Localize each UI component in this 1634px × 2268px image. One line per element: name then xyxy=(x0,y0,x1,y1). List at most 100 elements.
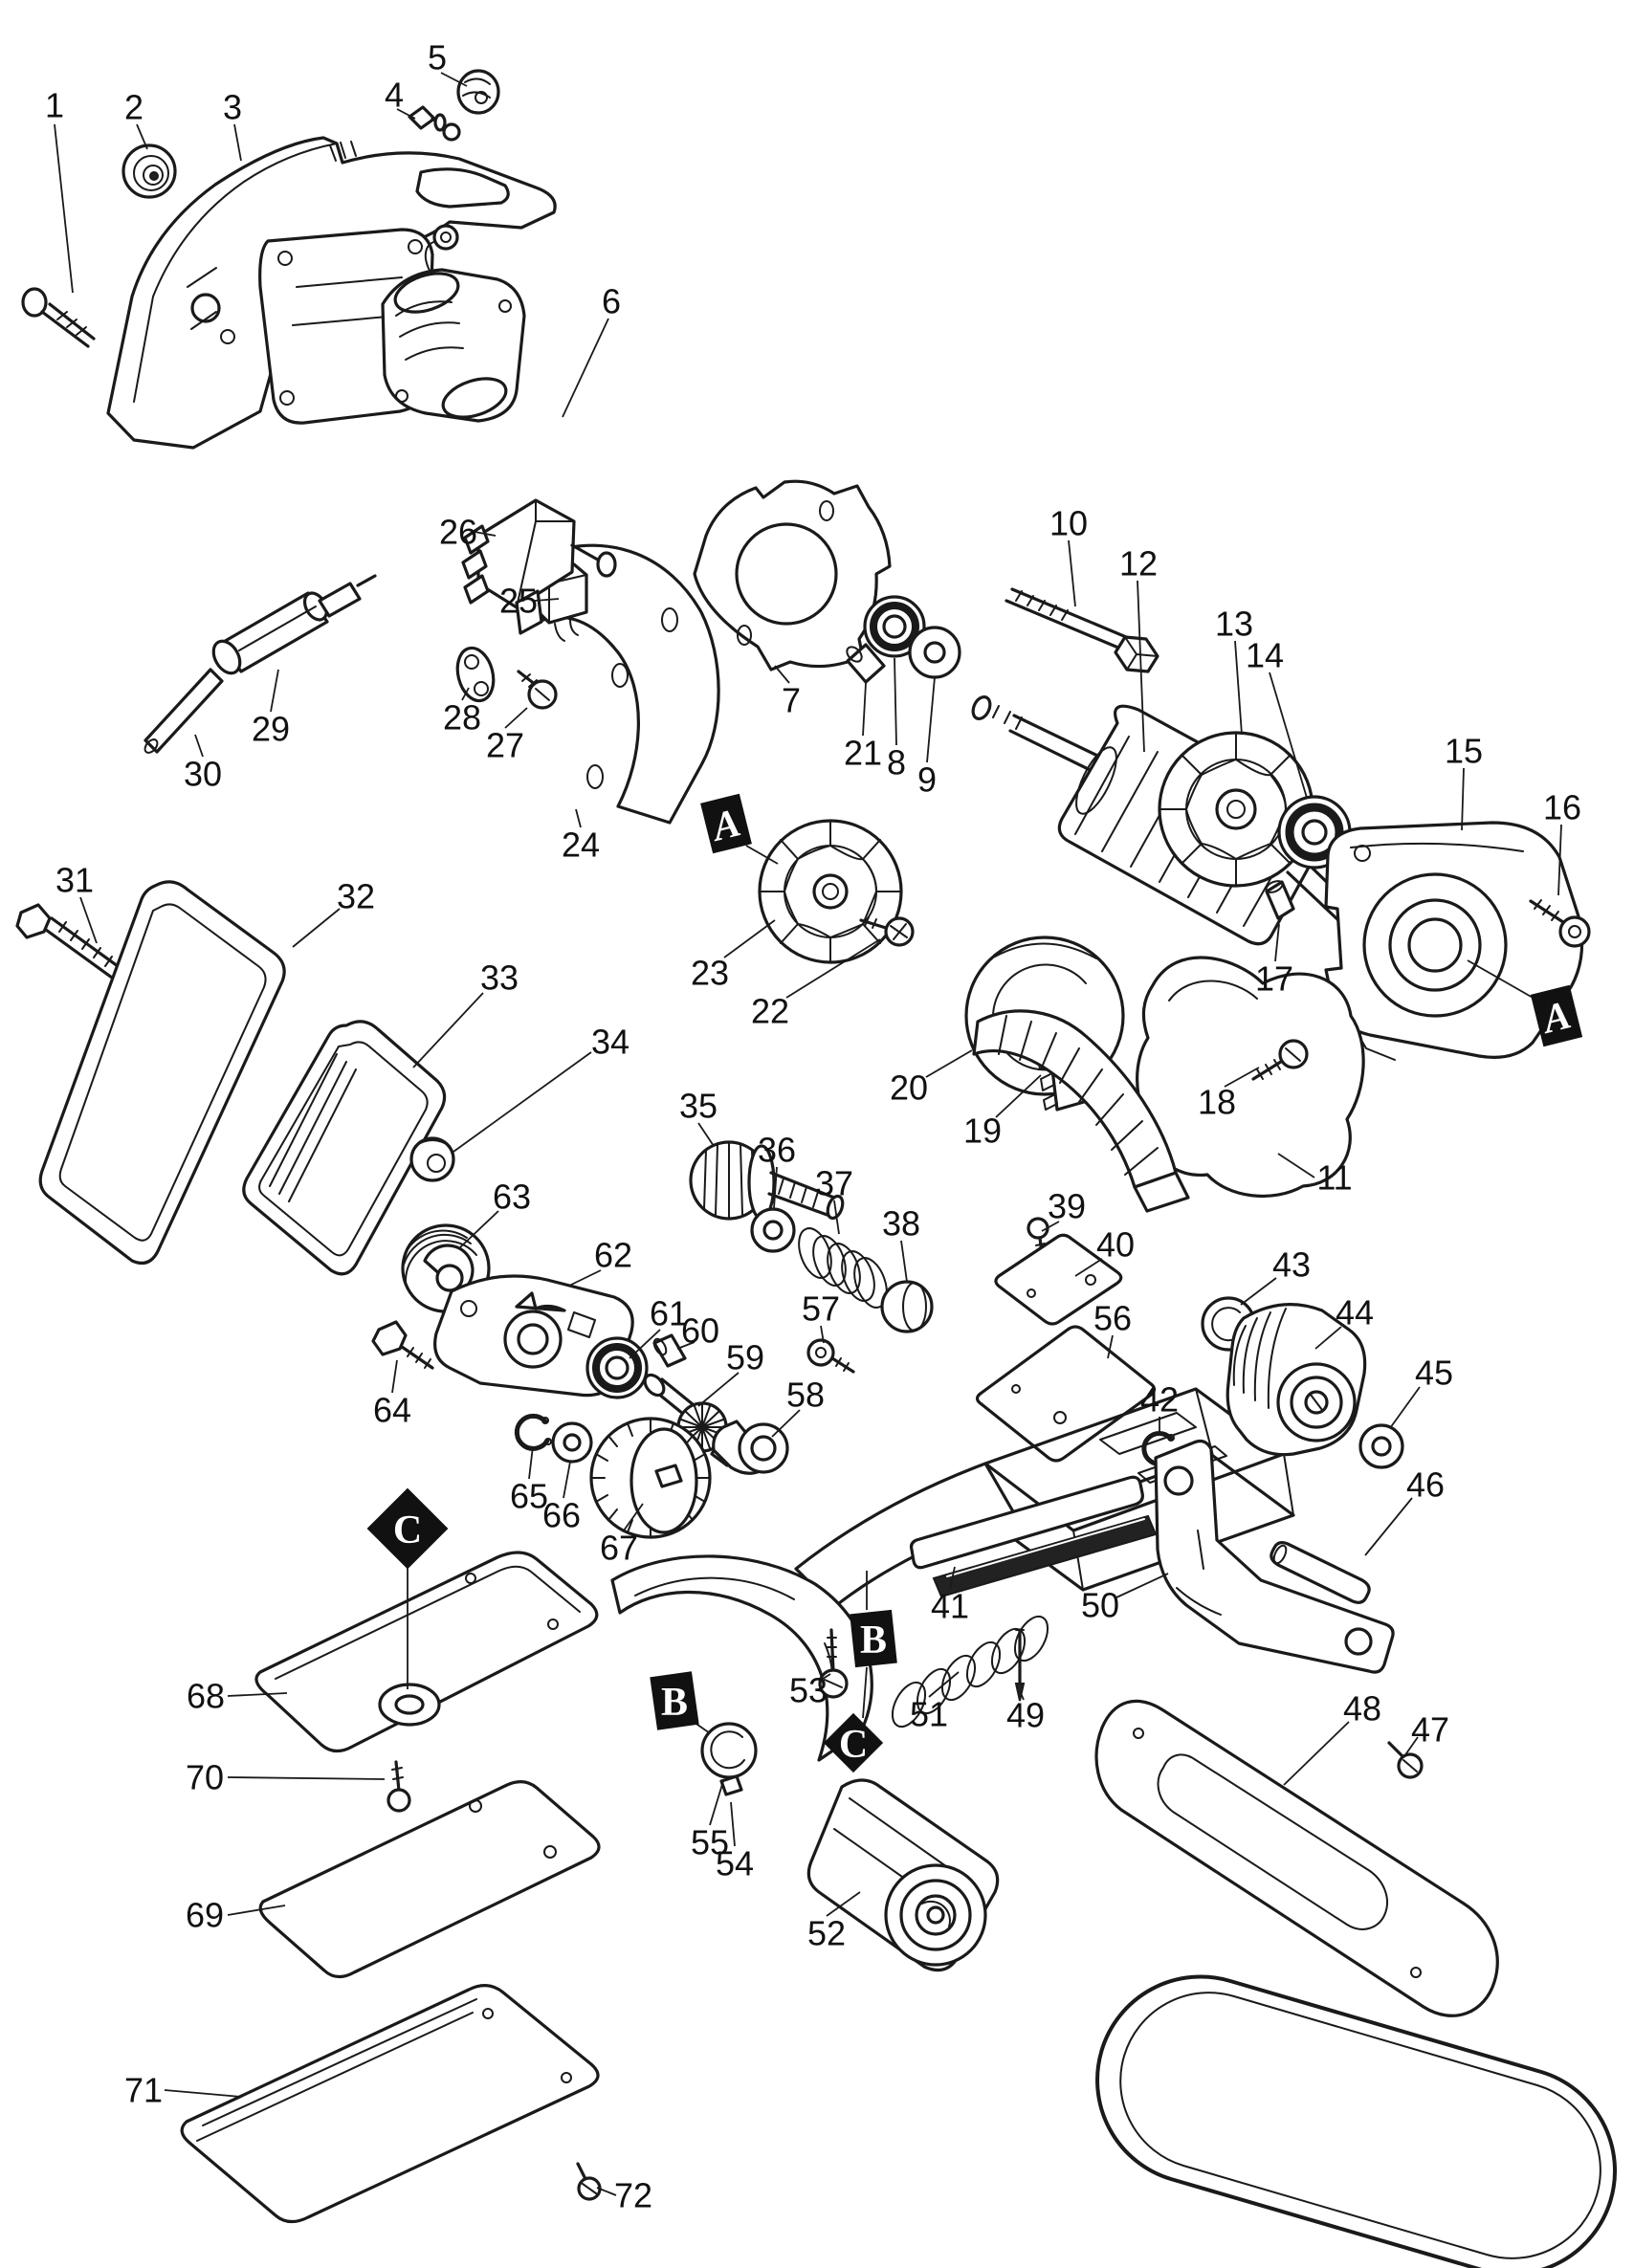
part-19-grip-art xyxy=(972,1009,1190,1213)
part-15-cover-art xyxy=(1324,821,1584,1061)
leader-line-10 xyxy=(1068,539,1076,607)
part-label-19: 19 xyxy=(963,1112,1002,1151)
part-label-24: 24 xyxy=(562,826,600,865)
leader-line-69 xyxy=(227,1905,286,1916)
part-72-screw-art xyxy=(576,2162,602,2201)
part-label-71: 71 xyxy=(124,2071,163,2110)
part-60-pin-art xyxy=(652,1333,687,1368)
part-label-38: 38 xyxy=(882,1204,920,1244)
leader-line-59 xyxy=(697,1372,740,1407)
leader-line-29 xyxy=(270,669,279,713)
leader-line-61 xyxy=(629,1329,661,1359)
part-9-washer-art xyxy=(908,626,961,679)
leader-line-52 xyxy=(826,1891,861,1917)
marker-b-box-3: B xyxy=(850,1609,897,1668)
leader-line-24 xyxy=(575,808,582,828)
leader-line-70 xyxy=(227,1776,386,1780)
leader-line-49 xyxy=(1020,1692,1025,1701)
part-31-bolt-art xyxy=(15,903,130,987)
part-label-62: 62 xyxy=(594,1236,632,1275)
part-label-25: 25 xyxy=(499,582,538,621)
part-label-4: 4 xyxy=(385,76,404,115)
leader-line-21 xyxy=(862,682,867,737)
leader-line-37 xyxy=(833,1200,840,1235)
leader-line-62 xyxy=(568,1269,602,1287)
part-49-pin-art xyxy=(1014,1628,1026,1702)
part-50-bracket-art xyxy=(1154,1439,1395,1674)
leader-line-30 xyxy=(194,734,204,758)
part-2-cap-art xyxy=(121,143,177,199)
leader-line-8 xyxy=(894,657,897,746)
part-51-spring-art xyxy=(891,1615,1049,1729)
leader-line-25 xyxy=(534,598,560,602)
part-label-32: 32 xyxy=(337,877,375,916)
part-label-35: 35 xyxy=(679,1087,718,1126)
part-label-20: 20 xyxy=(890,1068,928,1108)
part-label-34: 34 xyxy=(591,1023,629,1062)
part-29-spindle-art xyxy=(211,574,377,675)
leader-line-2 xyxy=(136,123,148,150)
marker-letter-b: B xyxy=(860,1618,887,1662)
part-label-49: 49 xyxy=(1006,1696,1045,1735)
part-label-1: 1 xyxy=(45,86,64,125)
leader-line-44 xyxy=(1314,1326,1342,1350)
part-label-56: 56 xyxy=(1093,1299,1132,1338)
leader-line-15 xyxy=(1461,767,1465,831)
part-label-22: 22 xyxy=(751,992,789,1031)
part-label-13: 13 xyxy=(1215,605,1253,644)
leader-line-14 xyxy=(1269,672,1308,799)
part-8-bearing-art xyxy=(863,595,926,658)
part-label-8: 8 xyxy=(887,743,906,782)
part-62-plate-art xyxy=(433,1274,634,1398)
part-label-41: 41 xyxy=(931,1587,969,1626)
part-label-45: 45 xyxy=(1415,1354,1453,1393)
part-67-gear-art xyxy=(589,1417,712,1539)
part-label-29: 29 xyxy=(252,710,290,749)
part-label-65: 65 xyxy=(510,1477,548,1516)
leader-line-3 xyxy=(233,123,242,162)
leader-line-6 xyxy=(562,318,609,418)
marker-a-box-0: A xyxy=(700,793,752,854)
part-label-68: 68 xyxy=(187,1677,225,1716)
part-label-28: 28 xyxy=(443,698,481,738)
leader-line-65 xyxy=(528,1445,534,1480)
part-label-40: 40 xyxy=(1096,1225,1135,1265)
part-21-pin-art xyxy=(846,643,886,684)
leader-line-41 xyxy=(949,1566,956,1590)
part-label-10: 10 xyxy=(1049,504,1088,543)
marker-leader-b-1 xyxy=(862,1666,868,1719)
part-52-roller-art xyxy=(806,1778,1000,1972)
part-label-31: 31 xyxy=(55,861,94,900)
marker-c-box-4: C xyxy=(366,1487,449,1570)
part-label-46: 46 xyxy=(1406,1465,1445,1505)
leader-line-22 xyxy=(785,938,881,999)
leader-line-32 xyxy=(292,908,341,948)
part-label-44: 44 xyxy=(1336,1293,1374,1332)
part-label-5: 5 xyxy=(428,38,447,77)
leader-line-16 xyxy=(1557,824,1562,896)
part-label-2: 2 xyxy=(124,88,144,127)
part-69-plate-art xyxy=(258,1780,601,1979)
part-label-59: 59 xyxy=(726,1338,764,1377)
part-label-69: 69 xyxy=(186,1896,224,1935)
part-label-33: 33 xyxy=(480,958,519,998)
part-label-72: 72 xyxy=(614,2176,652,2215)
part-44-drum-art xyxy=(1226,1303,1367,1457)
part-36-washer-art xyxy=(750,1207,796,1253)
part-label-7: 7 xyxy=(782,681,801,720)
part-18-screw-art xyxy=(1251,1039,1309,1081)
marker-box xyxy=(650,1671,699,1730)
leader-line-31 xyxy=(79,896,98,944)
marker-box xyxy=(850,1609,897,1668)
part-68-plate-art xyxy=(254,1551,599,1753)
leader-line-53 xyxy=(819,1673,831,1682)
diagram-art xyxy=(15,69,1618,2268)
part-label-14: 14 xyxy=(1246,636,1284,675)
part-34-pin-art xyxy=(409,1136,455,1182)
part-label-27: 27 xyxy=(486,726,524,765)
part-label-36: 36 xyxy=(758,1131,796,1170)
marker-letter-b: B xyxy=(661,1681,688,1725)
